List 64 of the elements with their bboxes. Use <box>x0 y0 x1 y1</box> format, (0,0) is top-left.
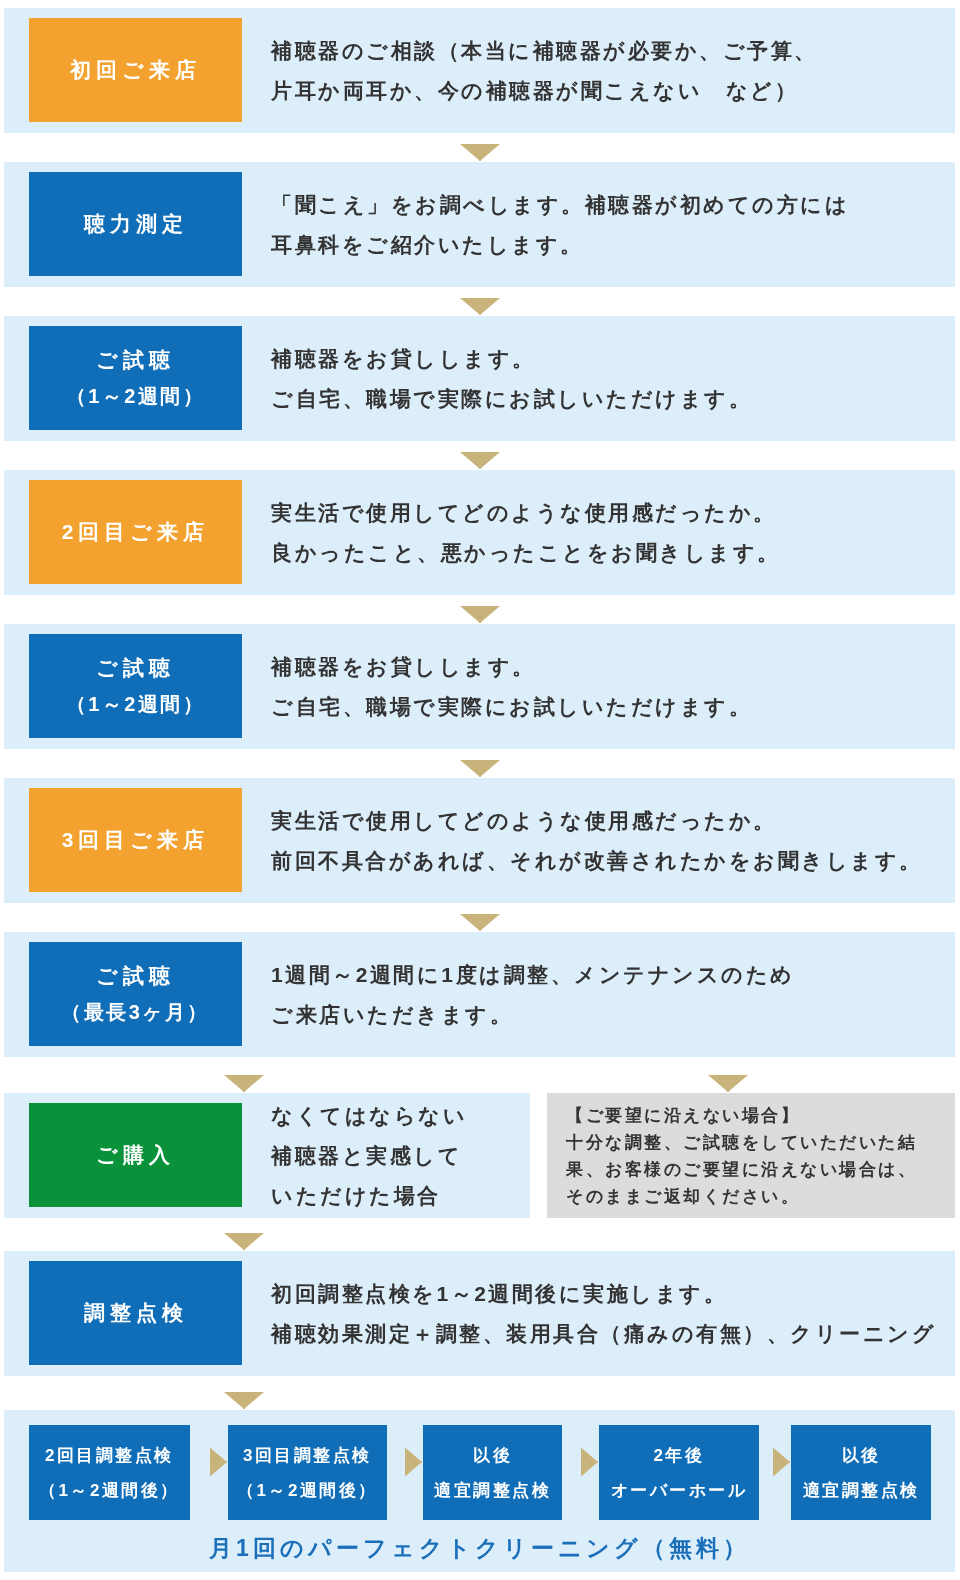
step-description: 補聴効果測定＋調整、装用具合（痛みの有無）、クリーニング <box>271 1320 936 1347</box>
stage-tile <box>29 172 242 276</box>
check-timing: 適宜調整点検 <box>434 1479 551 1502</box>
step-panel <box>4 1093 530 1218</box>
check-tile <box>791 1425 931 1520</box>
check-tile <box>599 1425 759 1520</box>
cleaning-note: 月1回のパーフェクトクリーニング（無料） <box>209 1534 750 1563</box>
note-heading: 【ご要望に沿えない場合】 <box>566 1104 800 1127</box>
step-panel <box>4 932 955 1057</box>
stage-title: 初回ご来店 <box>70 57 201 83</box>
step-description: 実生活で使用してどのような使用感だったか。 <box>271 499 777 527</box>
step-panel <box>4 162 955 287</box>
stage-title: 調整点検 <box>83 1300 188 1326</box>
check-title: 以後 <box>841 1444 881 1467</box>
check-tile <box>29 1425 190 1520</box>
stage-tile <box>29 1261 242 1365</box>
step-description: 補聴器をお貸しします。 <box>271 653 536 680</box>
note-panel <box>547 1093 955 1218</box>
step-description: 初回調整点検を1～2週間後に実施します。 <box>271 1280 728 1307</box>
stage-title: 2回目ご来店 <box>61 519 210 545</box>
step-description: ご自宅、職場で実際にお試しいただけます。 <box>271 385 752 412</box>
stage-tile <box>29 634 242 738</box>
step-panel <box>4 1251 955 1376</box>
check-title: 2年後 <box>653 1444 705 1467</box>
step-panel <box>4 470 955 595</box>
check-timing: （1～2週間後） <box>39 1479 180 1502</box>
stage-title: 聴力測定 <box>83 211 188 237</box>
step-panel <box>4 316 955 441</box>
stage-tile <box>29 788 242 892</box>
step-description: なくてはならない補聴器と実感していただけた場合 <box>271 1102 468 1209</box>
step-description: 実生活で使用してどのような使用感だったか。 <box>271 807 777 835</box>
step-panel <box>4 778 955 903</box>
step-panel <box>4 624 955 749</box>
check-tile <box>423 1425 562 1520</box>
stage-period: （1～2週間） <box>65 384 206 409</box>
stage-period: （1～2週間） <box>65 692 206 717</box>
stage-tile <box>29 326 242 430</box>
check-title: 3回目調整点検 <box>243 1444 372 1467</box>
step-description: 「聞こえ」をお調べします。補聴器が初めての方には耳鼻科をご紹介いたします。 <box>271 191 850 258</box>
step-description: 補聴器のご相談（本当に補聴器が必要か、ご予算、片耳か両耳か、今の補聴器が聞こえない など） <box>271 37 819 105</box>
check-timing: （1～2週間後） <box>237 1479 378 1502</box>
check-timing: オーバーホール <box>610 1479 748 1502</box>
note-text: 十分な調整、ご試聴をしていただいた結果、お客様のご要望に沿えない場合は、そのままご返却ください。 <box>566 1131 918 1208</box>
step-description: 補聴器をお貸しします。 <box>271 345 536 372</box>
stage-title: ご試聴 <box>96 963 175 989</box>
stage-tile <box>29 18 242 122</box>
step-description: ご自宅、職場で実際にお試しいただけます。 <box>271 693 752 720</box>
check-timing: 適宜調整点検 <box>802 1479 920 1502</box>
step-description: 前回不具合があれば、それが改善されたかをお聞きします。 <box>271 847 923 875</box>
step-description: 1週間～2週間に1度は調整、メンテナンスのためご来店いただきます。 <box>271 961 796 1028</box>
stage-title: 3回目ご来店 <box>61 827 210 853</box>
check-title: 2回目調整点検 <box>45 1444 174 1467</box>
stage-tile <box>29 1103 242 1207</box>
stage-period: （最長3ヶ月） <box>61 1000 210 1025</box>
stage-title: ご試聴 <box>96 347 175 373</box>
maintenance-panel <box>4 1410 955 1572</box>
step-panel <box>4 8 955 133</box>
stage-tile <box>29 480 242 584</box>
check-tile <box>228 1425 387 1520</box>
stage-tile <box>29 942 242 1046</box>
stage-title: ご購入 <box>96 1142 175 1168</box>
check-title: 以後 <box>473 1444 512 1467</box>
stage-title: ご試聴 <box>96 655 175 681</box>
step-description: 良かったこと、悪かったことをお聞きします。 <box>271 539 781 566</box>
